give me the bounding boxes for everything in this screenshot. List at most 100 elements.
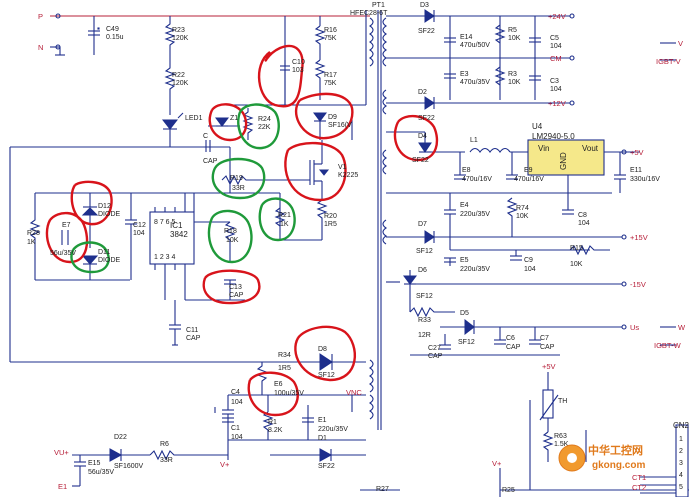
e8-val: 470u/16V [462,176,492,183]
e11-val: 330u/16V [630,176,660,183]
d4-ref: D4 [418,133,427,140]
pt1-transformer [365,10,387,430]
e5-val: 220u/35V [460,266,490,273]
c12-capacitor [125,193,137,280]
net-vplus: V+ [220,460,230,469]
r16-ref: R16 [324,27,337,34]
th-ref: TH [558,398,567,405]
ic1-pins-top: 8 7 6 5 [154,219,176,226]
e7-val: 56u/35V [50,250,76,257]
terminal-markers [55,13,676,346]
r6-val: 33R [160,457,173,464]
c27-val: CAP [428,353,443,360]
d11-diode [81,255,99,280]
d2-ref: D2 [418,89,427,96]
r63-ref: R63 [554,433,567,440]
r28-val: 1K [27,239,36,246]
r33-val: 12R [418,332,431,339]
cn2-pin1: 1 [679,436,683,443]
e4-val: 220u/35V [460,211,490,218]
net-p5b: +5V [542,362,556,371]
d1-val: SF22 [318,463,335,470]
d7-ref: D7 [418,221,427,228]
c3-ref: C3 [550,78,559,85]
r18-val: 10K [226,237,239,244]
v1-ref: V1 [338,164,347,171]
r3-ref: R3 [508,71,517,78]
cn2-pin5: 5 [679,484,683,491]
e7-ref: E7 [62,222,71,229]
watermark: 中华工控网 gkong.com [558,443,645,472]
d6-ref: D6 [418,267,427,274]
c3-val: 104 [550,86,562,93]
green-circle-r18 [207,209,253,264]
d11-val: DIODE [98,257,121,264]
c27-ref: C27 [428,345,441,352]
u4-model: LM2940-5.0 [532,132,575,141]
d11-ref: D11 [98,249,110,256]
r63-val: 1.5K [554,441,569,448]
secondary-24v [386,9,570,110]
red-circle-r16-c10 [257,44,304,108]
r74-ref: R74 [516,205,529,212]
r21-val: 1K [280,221,289,228]
c7-val: CAP [540,344,555,351]
z1-ref: Z1 [230,115,238,122]
e3-ref: E3 [460,71,469,78]
ic1-ref: IC1 [170,221,183,230]
d3-val: SF22 [418,28,435,35]
c9-ref: C9 [524,257,533,264]
pt1-model: HFEC28-6T [350,10,388,17]
net-igbt-v: IGBT-V [656,57,681,66]
net-w: W [678,323,686,332]
d5-ref: D5 [460,310,469,317]
d5-val: SF12 [458,339,475,346]
red-circle-v1 [284,141,347,202]
c10-ref: C10 [292,59,305,66]
red-circle-d8 [294,325,357,382]
net-p24: +24V [548,12,566,21]
r23-resistor [164,16,176,64]
cap-c-small [205,140,211,152]
cn2-pin3: 3 [679,460,683,467]
red-circle-e6 [247,371,299,417]
z1-zener [208,117,240,127]
e1c-val: 220u/35V [318,426,348,433]
e14-ref: E14 [460,34,473,41]
e11-ref: E11 [630,167,642,174]
d1-ref: D1 [318,435,327,442]
net-e1: E1 [58,482,67,491]
c5-ref: C5 [550,35,559,42]
u4-ref: U4 [532,122,543,131]
r24-ref: R24 [258,116,271,123]
labels: P N C49 0.15u R23 120K R22 120K LED1 Z1 … [27,2,689,494]
ic1-pins-bottom: 1 2 3 4 [154,254,176,261]
d2-val: SF22 [418,115,435,122]
net-vplus2: V+ [492,459,502,468]
r18-ref: R18 [224,228,237,235]
c10-val: 103 [292,67,304,74]
d4-val: SF22 [412,157,429,164]
d3-ref: D3 [420,2,429,9]
e9-ref: E9 [524,167,533,174]
r23-ref: R23 [172,27,185,34]
r15-ref: R15 [570,245,583,252]
r24-resistor [242,108,254,140]
net-vnc: VNC [346,388,362,397]
e15-val: 56u/35V [88,469,114,476]
r16-val: 75K [324,35,337,42]
d6-val: SF12 [416,293,433,300]
red-circle-e7 [45,211,89,264]
e7-capacitor [61,230,69,245]
r15-val: 10K [570,261,583,268]
c9-val: 104 [524,266,536,273]
e3-val: 470u/35V [460,79,490,86]
u4-regulator [527,139,605,176]
l1-ref: L1 [470,137,478,144]
green-circle-r24 [237,103,280,150]
net-vu: VU+ [54,448,69,457]
r22-ref: R22 [172,72,185,79]
net-ct1: CT1 [632,473,646,482]
c7-ref: C7 [540,335,549,342]
